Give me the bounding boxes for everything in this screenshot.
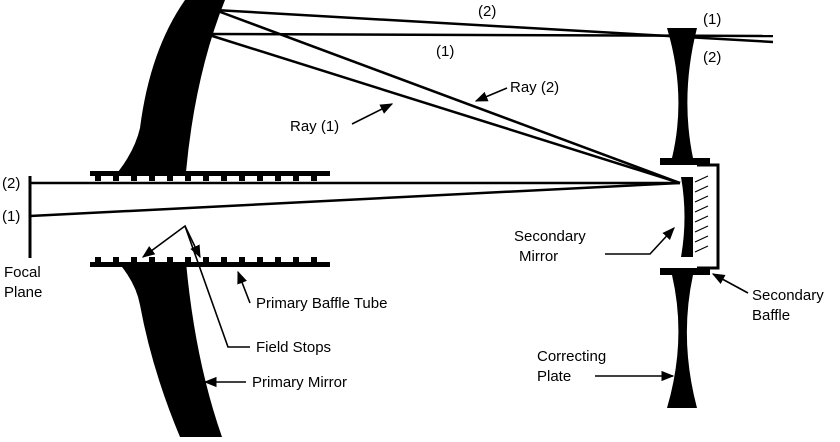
field-stops-pointer-a xyxy=(141,224,250,348)
label-focal-plane-1: Focal xyxy=(4,264,41,281)
label-ray1-top-b: (1) xyxy=(703,11,721,28)
secondary-mirror xyxy=(681,175,709,257)
correcting-plate-lower xyxy=(667,275,697,408)
ray-1-to-focus xyxy=(29,181,681,218)
field-stops-pointer-b xyxy=(184,225,201,259)
ray-2-pointer xyxy=(474,87,508,102)
label-ray2-left: (2) xyxy=(2,175,20,192)
secondary-baffle-pointer xyxy=(711,273,749,294)
ray-1-reflected xyxy=(205,32,681,185)
secondary-mirror-pointer xyxy=(605,227,675,255)
label-secondary-baffle-1: Secondary xyxy=(752,287,824,304)
label-ray2-top-a: (2) xyxy=(478,3,496,20)
label-ray1-left: (1) xyxy=(2,208,20,225)
label-focal-plane-2: Plane xyxy=(4,284,42,301)
label-primary-mirror: Primary Mirror xyxy=(252,374,347,391)
secondary-baffle xyxy=(660,158,720,275)
primary-baffle-tube-lower xyxy=(90,257,330,267)
label-secondary-baffle-2: Baffle xyxy=(752,307,790,324)
label-ray2-top-b: (2) xyxy=(703,49,721,66)
label-field-stops: Field Stops xyxy=(256,339,331,356)
ray-1-pointer xyxy=(351,103,394,125)
label-ray1-name: Ray (1) xyxy=(290,118,339,135)
primary-baffle-tube-pointer xyxy=(237,270,251,304)
label-correcting-plate-2: Plate xyxy=(537,368,571,385)
label-primary-baffle-tube: Primary Baffle Tube xyxy=(256,295,387,312)
label-secondary-mirror-2: Mirror xyxy=(519,248,558,265)
correcting-plate-upper xyxy=(667,28,697,158)
ray-1-incoming xyxy=(205,32,774,38)
primary-mirror-lower xyxy=(118,262,222,437)
primary-baffle-tube-upper xyxy=(90,171,330,181)
label-ray2-name: Ray (2) xyxy=(510,79,559,96)
primary-mirror-upper xyxy=(118,0,225,172)
label-correcting-plate-1: Correcting xyxy=(537,348,606,365)
label-ray1-top-a: (1) xyxy=(436,43,454,60)
label-secondary-mirror-1: Secondary xyxy=(514,228,586,245)
ray-2-reflected xyxy=(214,8,681,185)
